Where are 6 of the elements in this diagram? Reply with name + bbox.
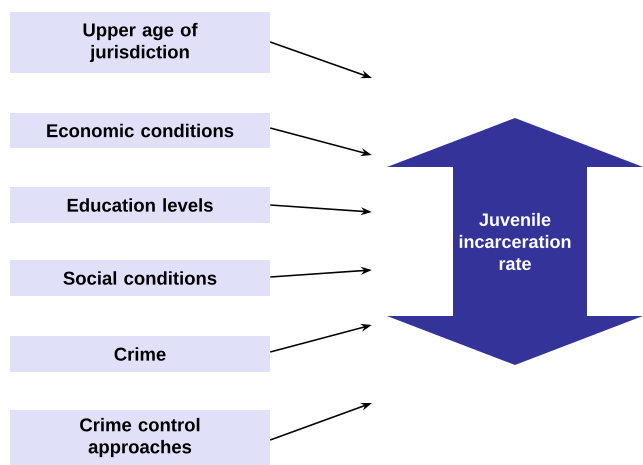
factor-box: Upper age of jurisdiction [10,12,270,73]
factor-box: Education levels [10,187,270,223]
factor-box: Economic conditions [10,113,270,148]
factor-box: Social conditions [10,260,270,296]
factor-box: Crime control approaches [10,410,270,465]
factor-box: Crime [10,336,270,372]
